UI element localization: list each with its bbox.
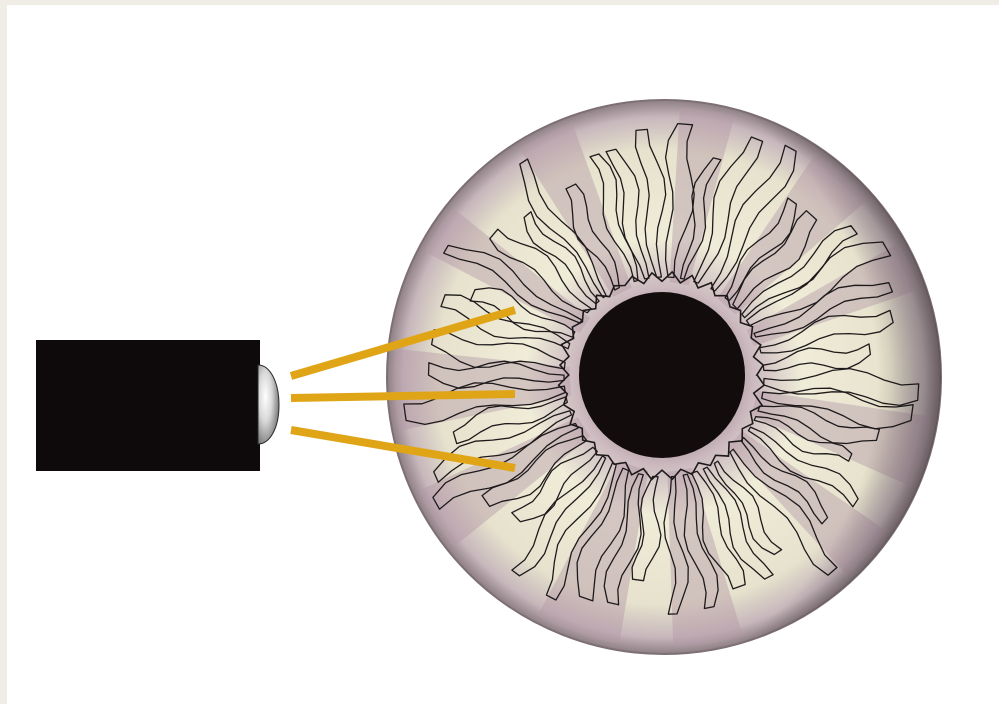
iris-eye	[387, 100, 941, 654]
scan-beam-middle	[291, 394, 515, 398]
pupil	[579, 292, 745, 458]
camera-scanner	[36, 340, 279, 471]
scanner-body	[36, 340, 260, 471]
scanner-lens	[258, 365, 279, 444]
